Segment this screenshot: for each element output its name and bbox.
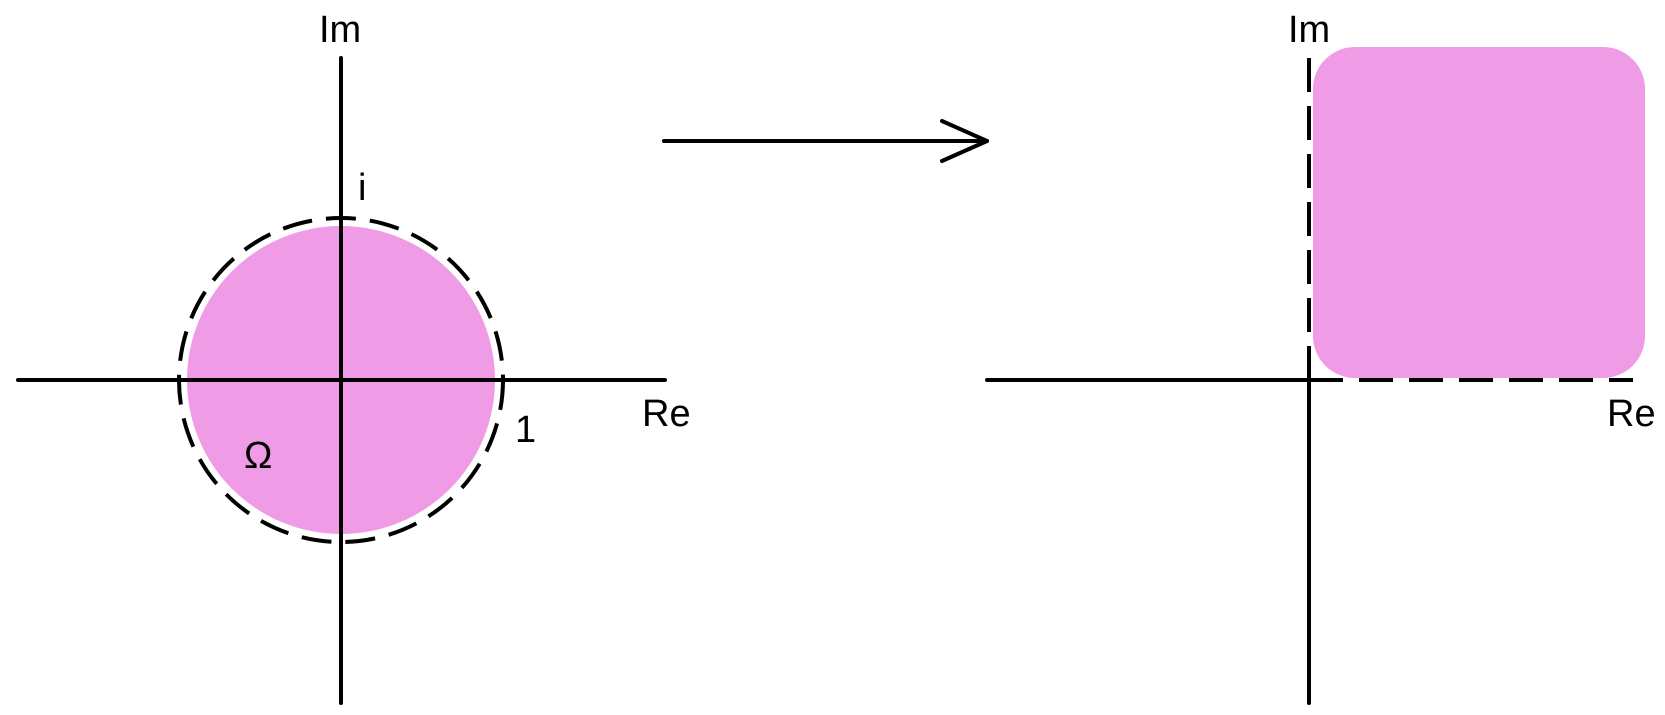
left-re-label: Re — [642, 393, 691, 435]
region-first-quadrant — [1313, 47, 1645, 378]
point-i-label: i — [358, 167, 366, 209]
left-complex-plane: Im Re i 1 Ω — [16, 9, 691, 705]
region-omega-label: Ω — [244, 435, 272, 477]
right-complex-plane: Im Re — [985, 9, 1656, 705]
right-im-label: Im — [1288, 9, 1330, 51]
right-re-label: Re — [1607, 393, 1656, 435]
left-im-label: Im — [319, 9, 361, 51]
arrow-head — [940, 119, 989, 163]
mapping-arrow — [662, 119, 989, 163]
point-one-label: 1 — [515, 409, 536, 451]
